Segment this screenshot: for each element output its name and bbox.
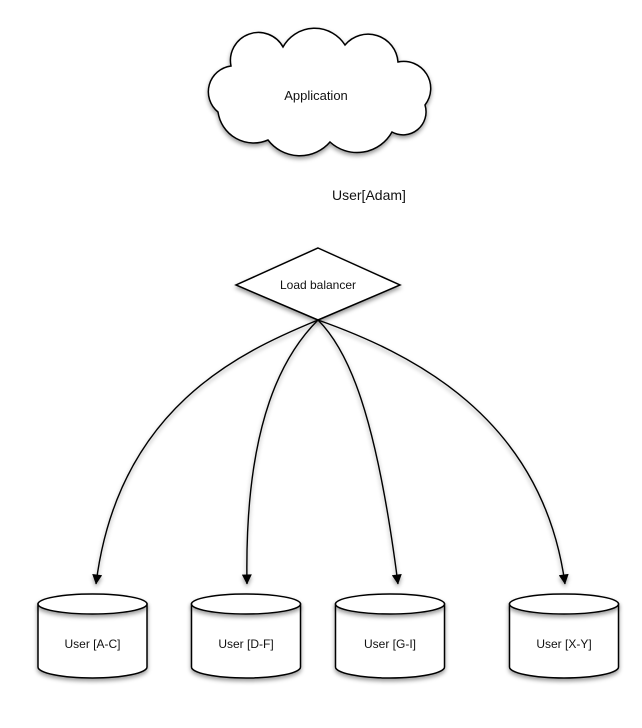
cloud-shape <box>207 27 432 157</box>
node-shard-4: User [X-Y] <box>508 593 620 679</box>
shard-1-label: User [A-C] <box>64 637 120 651</box>
edge-lb-to-shard-4 <box>317 319 569 585</box>
cylinder-shape <box>37 603 148 679</box>
shard-3-label: User [G-I] <box>364 637 416 651</box>
cylinder-top <box>508 593 620 615</box>
shard-4-label: User [X-Y] <box>536 637 591 651</box>
cylinder-shape <box>190 603 302 679</box>
node-application: Application <box>207 27 432 157</box>
edge-lb-to-shard-1 <box>92 319 319 585</box>
edge-application-to-load-balancer: User[Adam] <box>313 152 406 245</box>
cylinder-shape <box>508 603 620 679</box>
cylinder-top <box>37 593 148 615</box>
edge-lb-to-shard-2 <box>241 319 319 585</box>
cylinder-shape <box>334 603 446 679</box>
cylinder-top <box>190 593 302 615</box>
cylinder-top <box>334 593 446 615</box>
shard-2-label: User [D-F] <box>218 637 273 651</box>
load-balancer-label: Load balancer <box>280 278 356 292</box>
node-shard-1: User [A-C] <box>37 593 148 679</box>
edge-label-user-adam: User[Adam] <box>332 187 406 203</box>
node-shard-3: User [G-I] <box>334 593 446 679</box>
node-shard-2: User [D-F] <box>190 593 302 679</box>
edge-lb-to-shard-3 <box>317 319 402 585</box>
application-label: Application <box>284 88 348 103</box>
node-load-balancer: Load balancer <box>234 247 402 321</box>
